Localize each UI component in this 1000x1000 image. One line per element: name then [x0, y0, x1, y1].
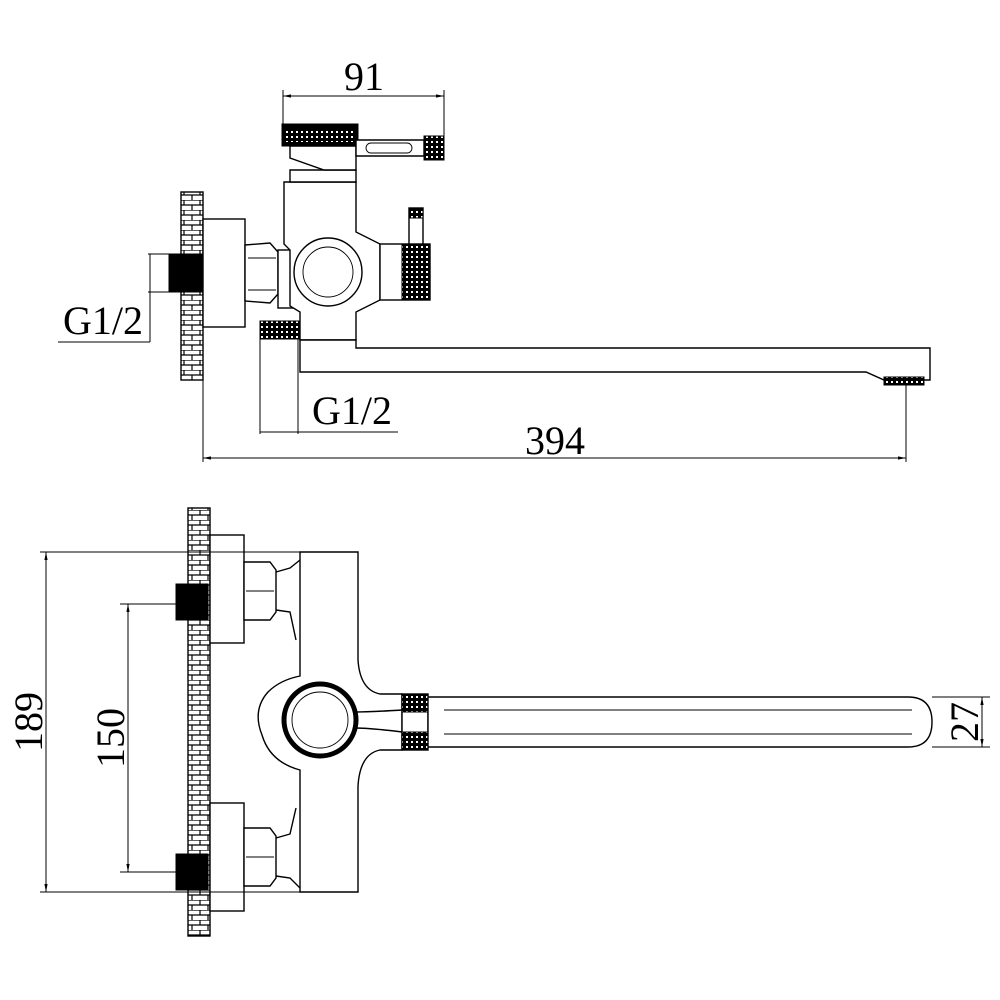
cartridge-side: [293, 237, 363, 307]
dim-spout-reach: 394: [525, 418, 585, 463]
spout-side: [299, 339, 931, 381]
wall-thread-side: [168, 253, 204, 293]
spout-top: [427, 696, 933, 748]
dim-wall-thread: G1/2: [63, 298, 143, 343]
dim-overall-height: 189: [6, 692, 51, 752]
escutcheon-side: [202, 218, 246, 328]
hex-nut-side: [244, 242, 279, 304]
top-view: 189 150 27: [6, 507, 990, 937]
upper-escutcheon: [209, 534, 245, 644]
upper-inlet-thread: [175, 583, 209, 621]
cartridge-top: [281, 681, 359, 759]
dim-outlet-thread: G1/2: [312, 388, 392, 433]
spout-aerator-side: [883, 376, 925, 386]
dim-spout-width: 27: [942, 702, 987, 742]
shower-outlet-side: [259, 320, 301, 340]
side-view: 91 G1/2 G1/2 394: [58, 54, 931, 463]
dim-inlet-spacing: 150: [88, 708, 133, 768]
dim-handle-width: 91: [344, 54, 384, 99]
lower-inlet-thread: [175, 853, 209, 891]
handle-tip-side: [423, 135, 445, 161]
lower-escutcheon: [209, 802, 245, 912]
